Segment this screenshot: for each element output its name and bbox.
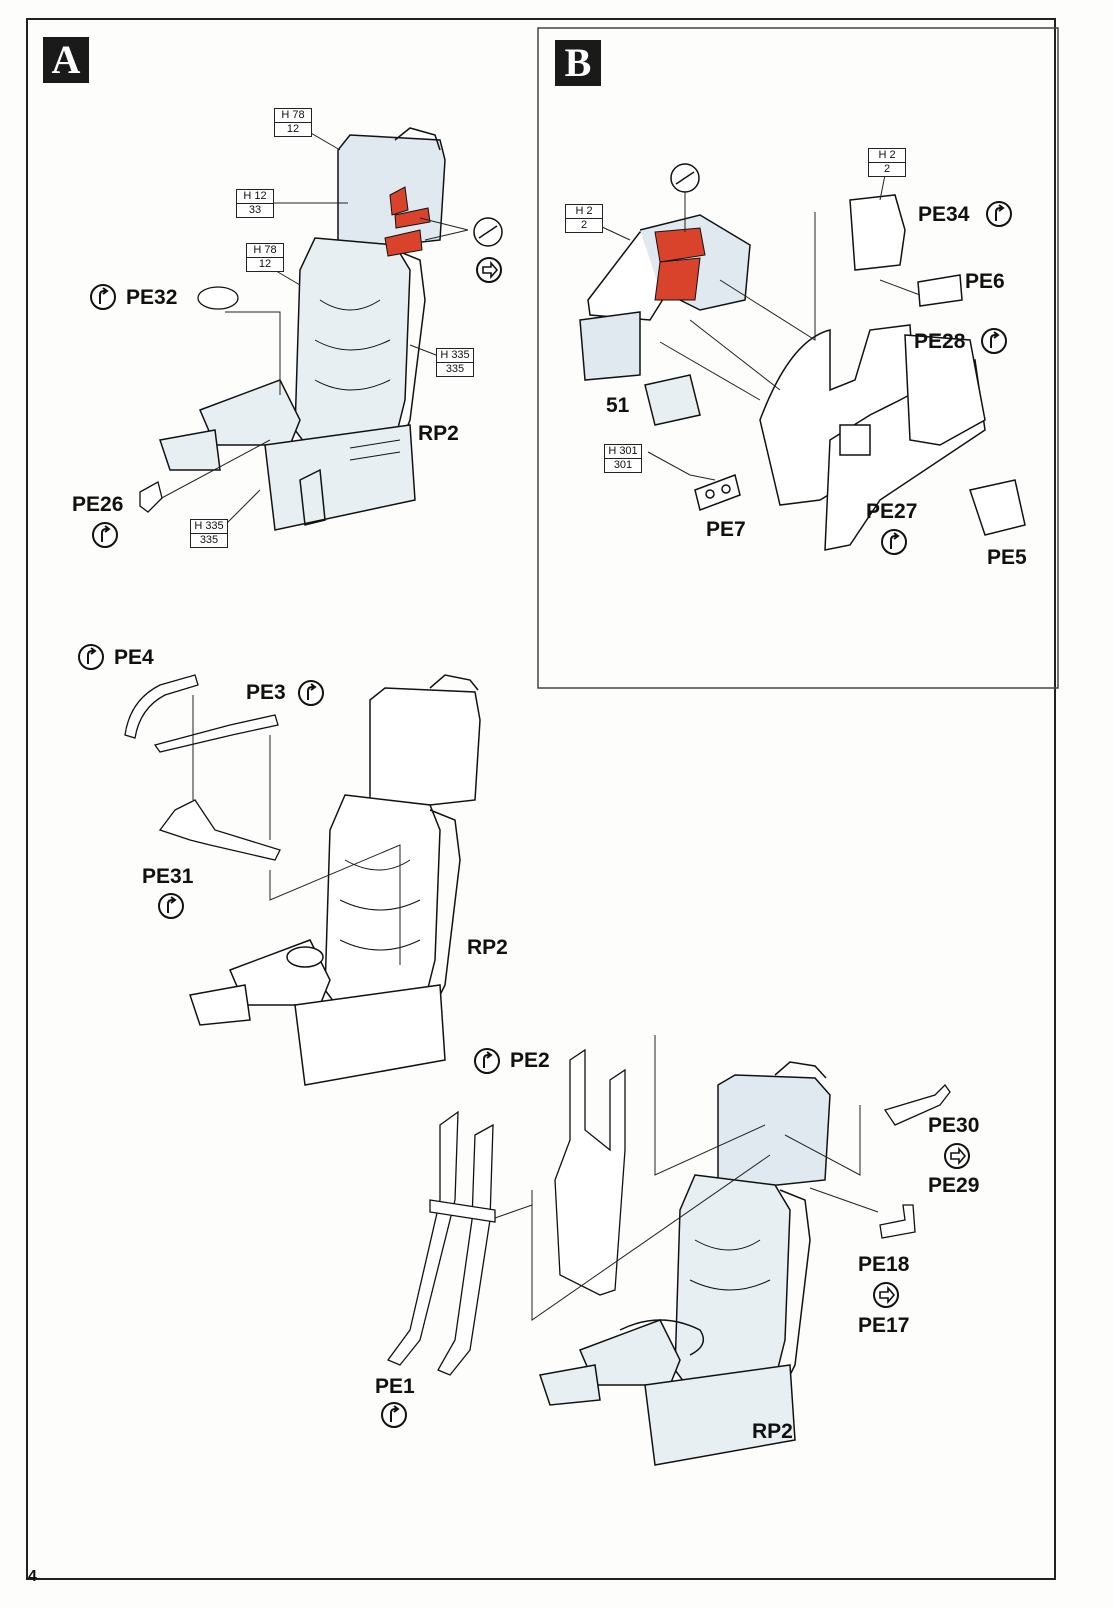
section-b-red-parts bbox=[654, 227, 706, 301]
label-part-51: 51 bbox=[606, 394, 630, 417]
bend-up-icon bbox=[158, 893, 184, 919]
section-b-label: B bbox=[555, 40, 601, 86]
seat-bottom-leaders bbox=[494, 1035, 879, 1321]
cut-icon bbox=[670, 163, 700, 193]
label-pe4: PE4 bbox=[114, 646, 154, 669]
pe1-harness bbox=[386, 1110, 496, 1376]
section-b-drawing bbox=[579, 194, 1026, 551]
label-rp2: RP2 bbox=[752, 1420, 793, 1443]
section-b-leaders bbox=[599, 174, 921, 481]
pe32-disc bbox=[197, 286, 239, 310]
pe4-strap bbox=[124, 674, 199, 739]
label-pe2: PE2 bbox=[510, 1049, 550, 1072]
page-number: 4 bbox=[28, 1568, 37, 1585]
bend-up-icon bbox=[881, 529, 907, 555]
label-rp2: RP2 bbox=[467, 936, 508, 959]
pe3-strap bbox=[153, 714, 279, 753]
pe26-part bbox=[139, 481, 163, 513]
seat-bottom-drawing bbox=[539, 1061, 831, 1466]
bend-up-icon bbox=[78, 644, 104, 670]
label-pe28: PE28 bbox=[914, 330, 966, 353]
label-pe1: PE1 bbox=[375, 1375, 415, 1398]
label-pe31: PE31 bbox=[142, 865, 194, 888]
label-pe5: PE5 bbox=[987, 546, 1027, 569]
page-frame bbox=[26, 18, 1056, 1580]
bend-up-icon bbox=[90, 284, 116, 310]
section-a-label: A bbox=[43, 37, 89, 83]
bend-up-icon bbox=[474, 1048, 500, 1074]
label-pe6: PE6 bbox=[965, 270, 1005, 293]
reverse-side-icon bbox=[476, 257, 502, 283]
label-pe32: PE32 bbox=[126, 286, 178, 309]
bend-up-icon bbox=[986, 201, 1012, 227]
label-pe18: PE18 bbox=[858, 1253, 910, 1276]
bend-up-icon bbox=[92, 522, 118, 548]
label-pe7: PE7 bbox=[706, 518, 746, 541]
bend-up-icon bbox=[381, 1402, 407, 1428]
seat-mid-drawing bbox=[189, 674, 481, 1086]
seat-a-drawing bbox=[159, 127, 446, 531]
pe18-bracket bbox=[879, 1204, 916, 1239]
label-pe17: PE17 bbox=[858, 1314, 910, 1337]
pe2-harness bbox=[554, 1048, 626, 1296]
label-pe3: PE3 bbox=[246, 681, 286, 704]
pe31-part bbox=[158, 799, 281, 861]
label-pe30: PE30 bbox=[928, 1114, 980, 1137]
cut-icon bbox=[473, 217, 503, 247]
label-rp2: RP2 bbox=[418, 422, 459, 445]
label-pe27: PE27 bbox=[866, 500, 918, 523]
label-pe34: PE34 bbox=[918, 203, 970, 226]
reverse-side-icon bbox=[873, 1282, 899, 1308]
seat-a-red-parts bbox=[384, 186, 431, 257]
reverse-side-icon bbox=[944, 1143, 970, 1169]
label-pe26: PE26 bbox=[72, 493, 124, 516]
seat-mid-leaders bbox=[192, 695, 401, 965]
section-b-frame bbox=[537, 27, 1059, 689]
bend-up-icon bbox=[981, 328, 1007, 354]
label-pe29: PE29 bbox=[928, 1174, 980, 1197]
pe30-bracket bbox=[883, 1083, 951, 1126]
bend-up-icon bbox=[298, 680, 324, 706]
